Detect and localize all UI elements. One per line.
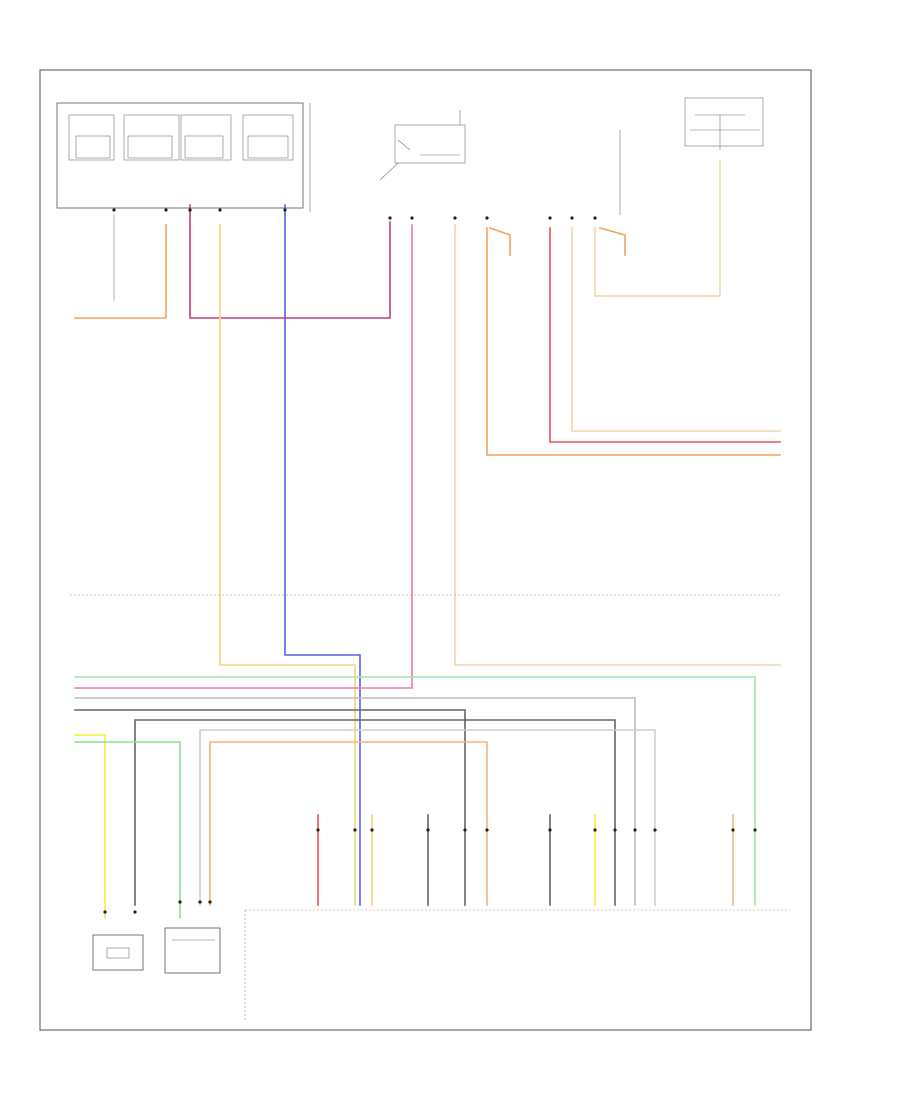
diagram-frame [39, 69, 812, 1031]
wire-peach [209, 741, 488, 906]
top-center-switch [379, 110, 466, 181]
wire-gray-1 [74, 697, 636, 906]
wire-orange-left [74, 224, 167, 319]
wire-gray-2 [199, 729, 656, 906]
top-left-module [56, 102, 311, 212]
wire-orange-stub-2 [599, 227, 626, 256]
wire-green [74, 741, 181, 919]
top-right-switch [619, 97, 764, 215]
wire-dark-gray-1 [74, 709, 466, 906]
wire-yellow-tan-left [219, 224, 356, 906]
wire-blue [284, 204, 361, 906]
wire-pink-long [74, 224, 413, 689]
wire-orange-right [486, 227, 781, 456]
wire-tan-right [571, 227, 781, 432]
wire-violet [189, 204, 391, 319]
wire-yellow [74, 734, 106, 919]
wire-tan-long [454, 224, 781, 666]
bottom-left-component-2 [164, 927, 221, 974]
wire-tan-loop [594, 159, 721, 297]
wire-light-green [74, 676, 756, 906]
bottom-left-component-1 [92, 934, 144, 971]
wire-dark-gray-2 [134, 719, 616, 906]
wire-orange-stub-1 [488, 226, 511, 256]
terminal-pins [103, 208, 757, 914]
wire-red-right [549, 227, 781, 443]
